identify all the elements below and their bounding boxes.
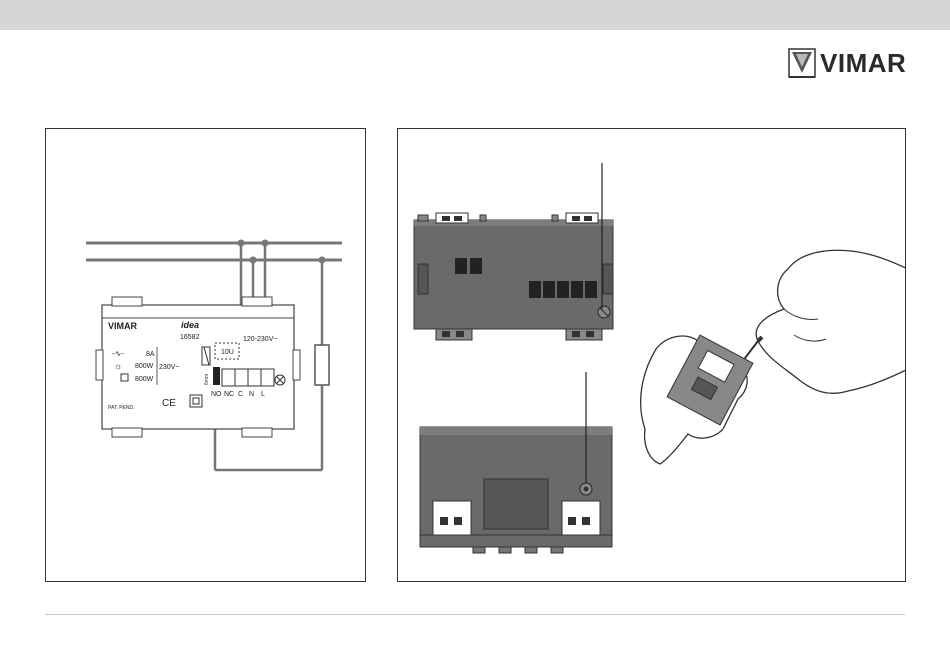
wiring-diagram: VIMAR idea 16582 120-230V~ -∿- ☼ 8A 800W… (46, 129, 365, 581)
device-front-view (420, 372, 612, 553)
top-bar (0, 0, 950, 30)
patent-mark: PAT. PEND. (108, 405, 135, 411)
logo-wordmark: VIMAR (820, 48, 906, 78)
ce-mark: CE (162, 398, 176, 409)
wiring-diagram-panel: VIMAR idea 16582 120-230V~ -∿- ☼ 8A 800W… (45, 128, 366, 582)
terminal-c: C (238, 391, 243, 398)
device-illustrations (398, 129, 905, 581)
vimar-logo: VIMAR (788, 48, 908, 78)
rating-load-1: 800W (135, 363, 154, 370)
terminal-n: N (249, 391, 254, 398)
resistive-load-icon: -∿- (112, 349, 124, 358)
motor-icon (121, 374, 128, 381)
device-views-panel (397, 128, 906, 582)
device-model: 16582 (180, 334, 200, 341)
device-side-view (414, 163, 613, 340)
footer-divider (45, 614, 905, 615)
device-series: idea (181, 320, 199, 330)
device-brand: VIMAR (108, 321, 138, 331)
hand-adjustment-illustration (641, 250, 905, 464)
rating-load-2: 800W (135, 376, 154, 383)
terminal-nc: NC (224, 391, 234, 398)
load-symbol (315, 345, 329, 385)
lamp-icon: ☼ (114, 361, 122, 371)
device-front: VIMAR idea 16582 120-230V~ -∿- ☼ 8A 800W… (96, 297, 300, 437)
terminal-no: NO (211, 391, 222, 398)
terminal-l: L (261, 391, 265, 398)
rating-current: 8A (146, 351, 155, 358)
vimar-logo-icon (788, 48, 816, 78)
supply-voltage: 120-230V~ (243, 336, 277, 343)
rating-voltage-load: 230V~ (159, 364, 179, 371)
timer-label: 10U (221, 349, 234, 356)
strip-length: 6mm (204, 374, 210, 385)
